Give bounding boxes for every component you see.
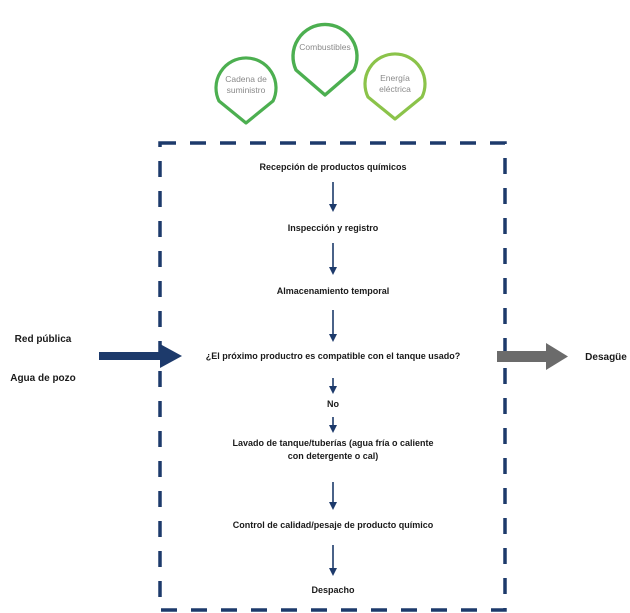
drain-output-arrow — [497, 343, 568, 370]
step-washing-line1: Lavado de tanque/tuberías (agua fría o c… — [232, 438, 433, 448]
flow-arrow — [329, 482, 337, 510]
location-pin-icon — [291, 22, 359, 97]
step-storage: Almacenamiento temporal — [277, 286, 390, 296]
well-water-label: Agua de pozo — [10, 373, 76, 384]
flow-arrow — [329, 310, 337, 342]
drain-label: Desagüe — [585, 352, 627, 363]
step-compatibility-question: ¿El próximo productro es compatible con … — [206, 351, 461, 361]
step-inspection: Inspección y registro — [288, 223, 379, 233]
flow-arrow — [329, 182, 337, 212]
step-reception: Recepción de productos químicos — [259, 162, 406, 172]
supply-chain-label-line2: suministro — [227, 85, 266, 95]
location-pin-icon — [214, 56, 278, 125]
water-input-arrow — [99, 344, 182, 368]
flow-arrow — [329, 378, 337, 394]
step-washing-line2: con detergente o cal) — [288, 451, 379, 461]
electricity-pin: Energía eléctrica — [363, 52, 427, 121]
fuels-label: Combustibles — [299, 42, 351, 52]
fuels-pin: Combustibles — [291, 22, 359, 97]
public-network-label: Red pública — [15, 334, 72, 345]
electricity-label-line1: Energía — [380, 73, 410, 83]
process-boundary — [158, 141, 507, 612]
flow-arrow — [329, 243, 337, 275]
step-quality-control: Control de calidad/pesaje de producto qu… — [233, 520, 434, 530]
flow-arrow — [329, 545, 337, 576]
step-no-answer: No — [327, 399, 339, 409]
electricity-label-line2: eléctrica — [379, 84, 411, 94]
supply-chain-pin: Cadena de suministro — [214, 56, 278, 125]
location-pin-icon — [363, 52, 427, 121]
flow-arrow — [329, 417, 337, 433]
supply-chain-label-line1: Cadena de — [225, 74, 267, 84]
step-dispatch: Despacho — [311, 585, 355, 595]
